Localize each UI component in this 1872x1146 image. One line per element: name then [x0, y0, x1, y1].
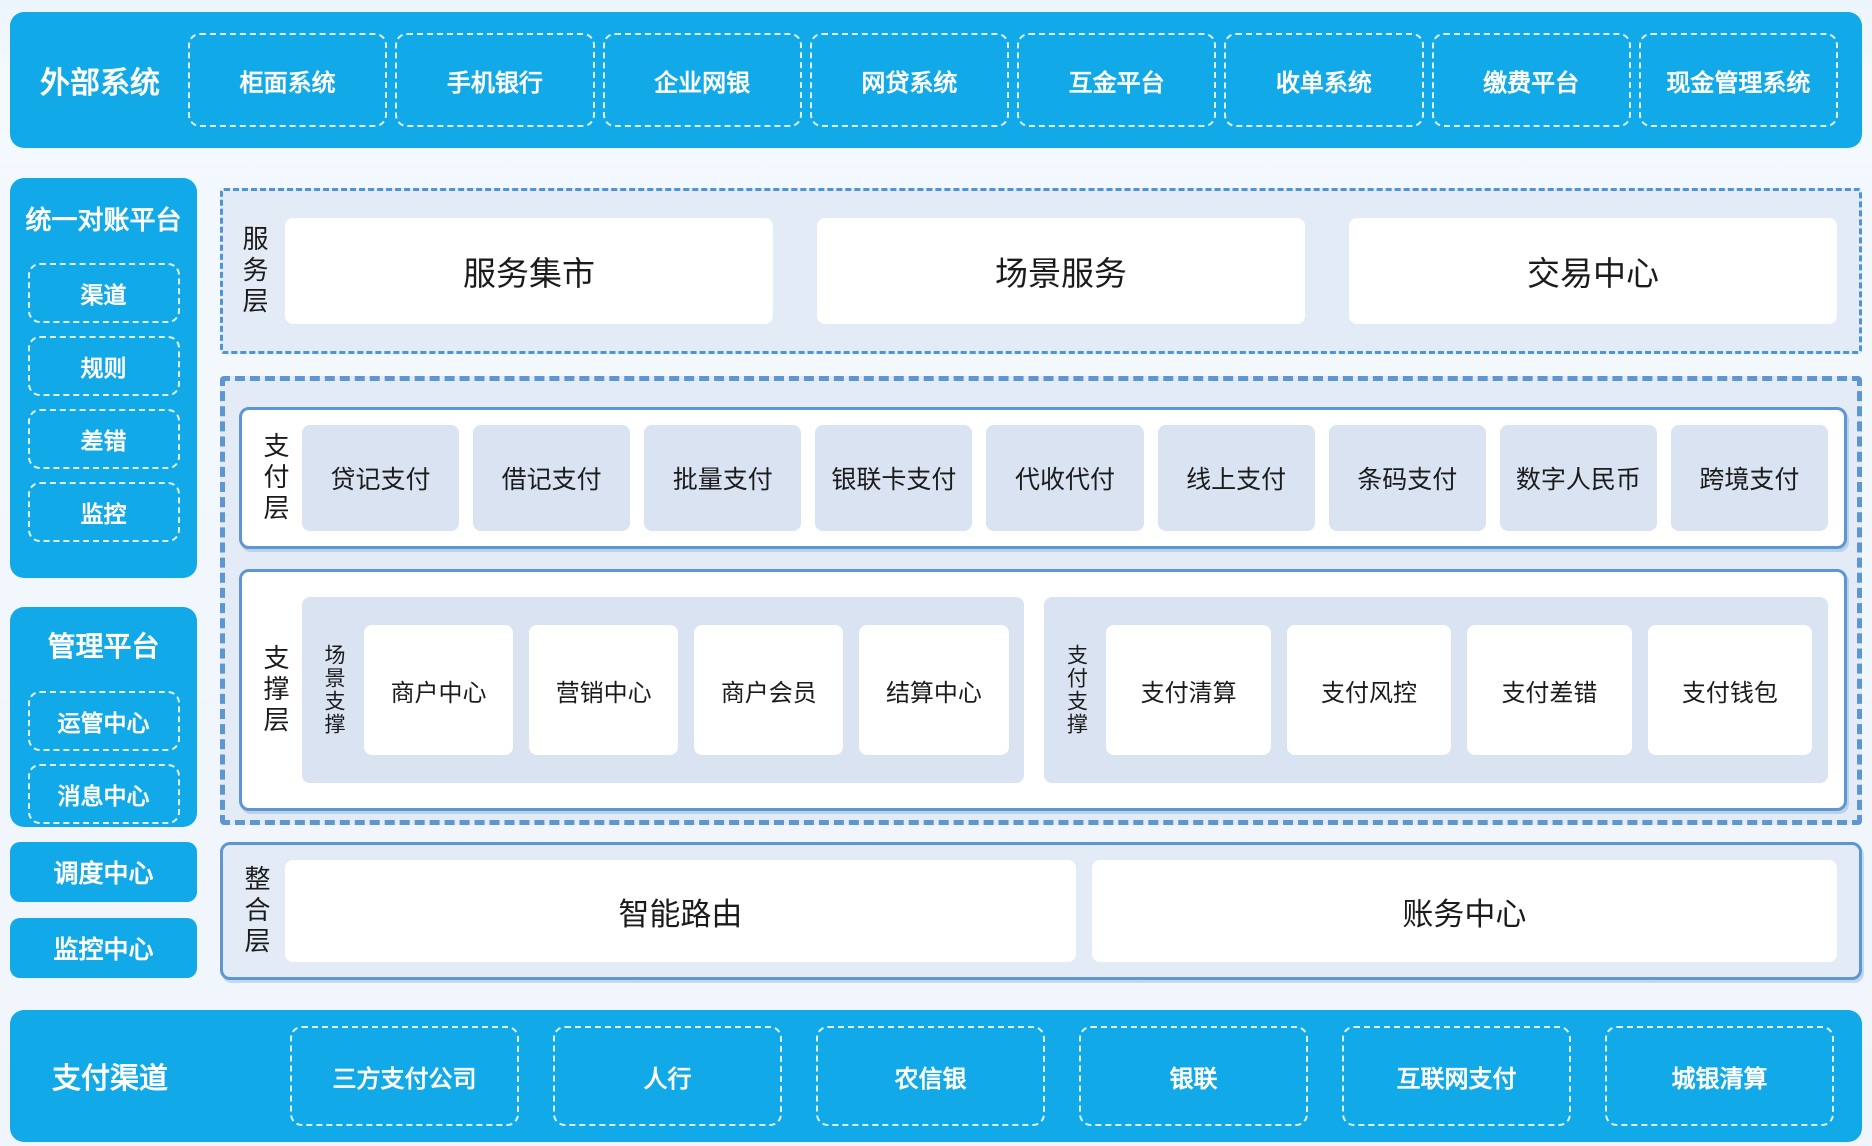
payment-layer-box: 批量支付 — [644, 425, 802, 531]
payment-channel-box: 三方支付公司 — [290, 1026, 519, 1126]
reconciliation-platform-title: 统一对账平台 — [25, 205, 182, 235]
accounting-center-box: 账务中心 — [1091, 860, 1837, 962]
integration-layer-label: 整合层 — [241, 864, 271, 958]
scene-support-group: 场景支撑 商户中心营销中心商户会员结算中心 — [302, 597, 1025, 783]
integration-layer: 整合层 智能路由 账务中心 — [220, 842, 1862, 980]
payment-support-box: 支付清算 — [1106, 625, 1271, 755]
payment-layer-box: 条码支付 — [1328, 425, 1486, 531]
monitor-center-box: 监控中心 — [10, 918, 197, 978]
payment-channel-box: 互联网支付 — [1342, 1026, 1571, 1126]
reconciliation-item-box: 渠道 — [27, 263, 180, 323]
payment-support-group: 支付支撑 支付清算支付风控支付差错支付钱包 — [1044, 597, 1828, 783]
payment-layer-box: 跨境支付 — [1670, 425, 1828, 531]
service-layer-items: 服务集市场景服务交易中心 — [285, 218, 1837, 324]
integration-layer-items: 智能路由 账务中心 — [285, 860, 1837, 962]
payment-support-label: 支付支撑 — [1064, 644, 1088, 736]
service-layer-box: 场景服务 — [817, 218, 1305, 324]
reconciliation-item-box: 规则 — [27, 336, 180, 396]
scene-support-box: 结算中心 — [859, 625, 1009, 755]
reconciliation-item-box: 差错 — [27, 409, 180, 469]
service-layer: 服务层 服务集市场景服务交易中心 — [220, 188, 1862, 354]
management-platform-block: 管理平台 运管中心消息中心 — [10, 607, 197, 827]
payment-support-box: 支付钱包 — [1647, 625, 1813, 755]
payment-channel-box: 人行 — [553, 1026, 782, 1126]
external-systems-title: 外部系统 — [40, 67, 160, 100]
payment-layer-box: 数字人民币 — [1499, 425, 1657, 531]
payment-channel-box: 农信银 — [816, 1026, 1045, 1126]
scene-support-box: 营销中心 — [529, 625, 679, 755]
external-system-box: 企业网银 — [602, 33, 802, 127]
management-platform-title: 管理平台 — [47, 631, 160, 662]
management-item-box: 消息中心 — [27, 764, 180, 824]
core-layers-container: 支付层 贷记支付借记支付批量支付银联卡支付代收代付线上支付条码支付数字人民币跨境… — [220, 376, 1862, 825]
external-systems-bar: 外部系统 柜面系统手机银行企业网银网贷系统互金平台收单系统缴费平台现金管理系统 — [10, 12, 1862, 148]
payment-layer: 支付层 贷记支付借记支付批量支付银联卡支付代收代付线上支付条码支付数字人民币跨境… — [239, 407, 1847, 549]
payment-support-box: 支付差错 — [1467, 625, 1632, 755]
reconciliation-item-box: 监控 — [27, 482, 180, 542]
payment-layer-box: 线上支付 — [1157, 425, 1315, 531]
reconciliation-platform-items: 渠道规则差错监控 — [27, 263, 180, 542]
external-systems-items: 柜面系统手机银行企业网银网贷系统互金平台收单系统缴费平台现金管理系统 — [188, 12, 1838, 148]
service-layer-label: 服务层 — [239, 224, 269, 318]
scene-support-box: 商户中心 — [364, 625, 514, 755]
payment-layer-label: 支付层 — [260, 431, 290, 525]
support-layer: 支撑层 场景支撑 商户中心营销中心商户会员结算中心 支付支撑 支付清算支付风控支… — [239, 569, 1847, 811]
payment-layer-box: 借记支付 — [473, 425, 631, 531]
scene-support-label: 场景支撑 — [322, 644, 345, 736]
payment-layer-items: 贷记支付借记支付批量支付银联卡支付代收代付线上支付条码支付数字人民币跨境支付 — [302, 425, 1828, 531]
external-system-box: 互金平台 — [1017, 33, 1217, 127]
reconciliation-platform-block: 统一对账平台 渠道规则差错监控 — [10, 178, 197, 578]
support-layer-label: 支撑层 — [260, 643, 290, 737]
payment-channel-box: 银联 — [1079, 1026, 1308, 1126]
payment-channel-box: 城银清算 — [1605, 1026, 1834, 1126]
management-platform-items: 运管中心消息中心 — [27, 691, 180, 824]
payment-channels-items: 三方支付公司人行农信银银联互联网支付城银清算 — [290, 1010, 1834, 1142]
service-layer-box: 交易中心 — [1349, 218, 1837, 324]
payment-layer-box: 银联卡支付 — [815, 425, 973, 531]
payment-layer-box: 贷记支付 — [302, 425, 460, 531]
management-item-box: 运管中心 — [27, 691, 180, 751]
payment-channels-title: 支付渠道 — [52, 1063, 169, 1095]
external-system-box: 柜面系统 — [188, 33, 388, 127]
service-layer-box: 服务集市 — [285, 218, 773, 324]
payment-support-box: 支付风控 — [1286, 625, 1452, 755]
payment-channels-bar: 支付渠道 三方支付公司人行农信银银联互联网支付城银清算 — [10, 1010, 1862, 1142]
smart-routing-box: 智能路由 — [285, 860, 1076, 962]
external-system-box: 网贷系统 — [809, 33, 1009, 127]
scene-support-box: 商户会员 — [694, 625, 844, 755]
dispatch-center-box: 调度中心 — [10, 842, 197, 902]
support-layer-groups: 场景支撑 商户中心营销中心商户会员结算中心 支付支撑 支付清算支付风控支付差错支… — [302, 597, 1828, 783]
external-system-box: 现金管理系统 — [1638, 33, 1838, 127]
external-system-box: 手机银行 — [395, 33, 595, 127]
external-system-box: 缴费平台 — [1431, 33, 1631, 127]
external-system-box: 收单系统 — [1224, 33, 1424, 127]
payment-layer-box: 代收代付 — [986, 425, 1144, 531]
